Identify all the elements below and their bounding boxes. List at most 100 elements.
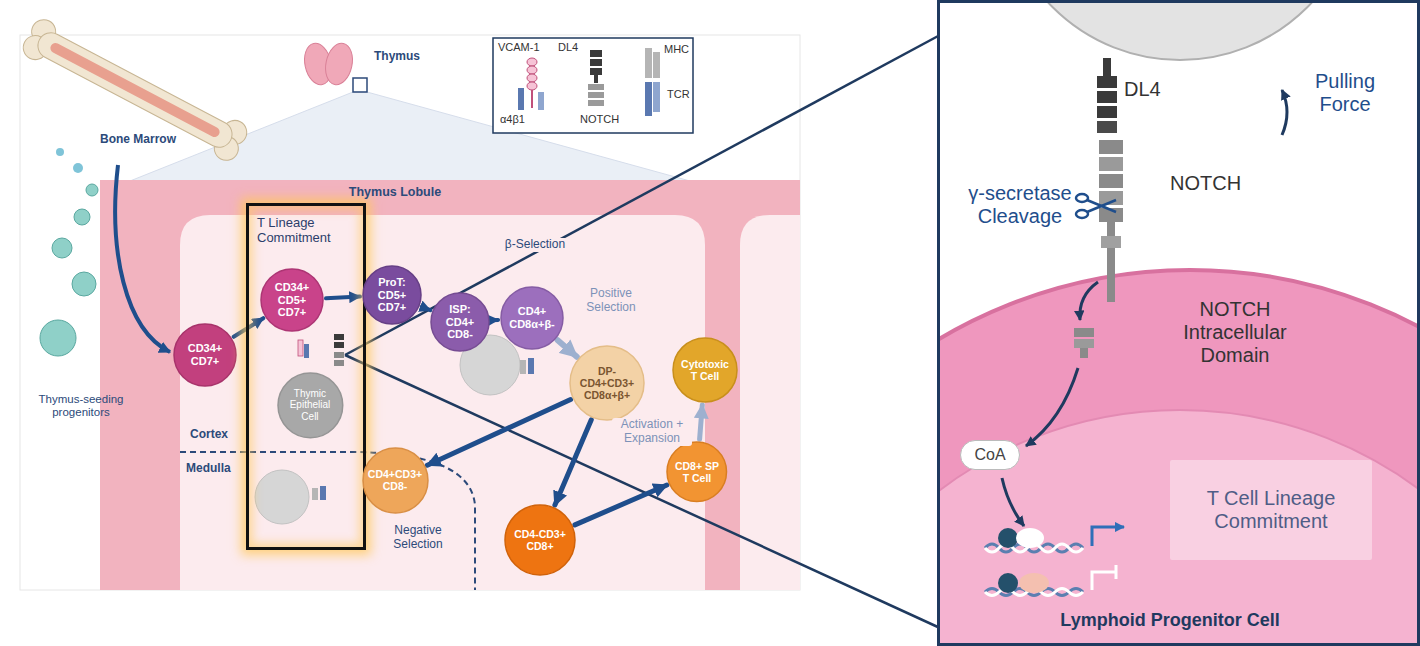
bone-marrow (33, 28, 236, 152)
t-cell: CD8+ SP T Cell (666, 441, 728, 503)
receptor-glyphs (320, 486, 326, 500)
molecule-inset (588, 92, 604, 98)
thymocyte-cell: CD4+ CD8α+β- (500, 286, 564, 350)
molecule-inset (594, 75, 598, 83)
thymocyte-cell: DP- CD4+CD3+ CD8α+β+ (569, 345, 645, 421)
molecule-inset (527, 74, 537, 82)
thymus-lobule (740, 215, 800, 590)
bone-marrow (19, 15, 251, 164)
zoom-panel (1282, 90, 1287, 135)
zoom-panel (1087, 200, 1116, 212)
progenitor-dots (72, 272, 96, 296)
t-cell: CD4-CD3+ CD8+ (504, 504, 576, 576)
zoom-panel (1103, 58, 1111, 76)
zoom-panel (1074, 339, 1094, 348)
node-label: CD4+CD3+ CD8- (367, 468, 423, 492)
molecule-inset (538, 92, 544, 110)
zoom-panel (1026, 368, 1078, 446)
zoom-lines (345, 35, 940, 628)
zoom-panel (1092, 565, 1116, 590)
zoom-panel (700, 0, 1420, 646)
bone-marrow (19, 15, 251, 164)
thymocyte-cell: ProT: CD5+ CD7+ (362, 265, 422, 325)
force-label: Pulling Force (1290, 70, 1400, 116)
thymus-lobule (100, 180, 800, 590)
node-label: T Cell Lineage Commitment (1206, 487, 1336, 533)
flow-arrow (558, 340, 577, 357)
molecule-inset (653, 52, 660, 78)
molecule-inset (590, 50, 602, 57)
highlight-box: T Lineage CommitmentCD34+ CD5+ CD7+Thymi… (246, 203, 366, 550)
stage-label: Positive Selection (575, 287, 647, 315)
zoom-panel (1076, 194, 1116, 218)
thymus-lobule (100, 180, 800, 590)
zoom-panel (1000, 2, 1360, 60)
epithelial-cells (255, 335, 520, 524)
zoom-panel (938, 2, 1418, 644)
zoom-panel (1016, 528, 1044, 548)
thymus-lobule (180, 452, 475, 590)
molecule-inset (645, 82, 652, 116)
molecule-inset (527, 82, 537, 90)
zoom-panel (1074, 328, 1094, 337)
molecule-inset (590, 68, 602, 75)
enzyme-label: γ-secretase Cleavage (950, 182, 1090, 228)
zoom-panel (1097, 76, 1117, 88)
cell-outline (278, 373, 343, 438)
molecule-label: MHC (664, 43, 694, 56)
bone-marrow (49, 41, 222, 138)
molecule-inset (531, 90, 533, 108)
thymus-icon (353, 78, 367, 92)
progenitor-dots (73, 163, 83, 173)
molecule-inset (518, 88, 524, 110)
molecule-inset (653, 82, 660, 112)
cell-group-label: Thymus-seeding progenitors (22, 393, 140, 419)
zoom-panel (938, 410, 1418, 644)
progenitor-dots (40, 148, 170, 356)
progenitor-cell: CD34+ CD5+ CD7+ (260, 268, 324, 332)
thymus-icon (322, 41, 356, 87)
progenitor-dots (86, 184, 98, 196)
cell-outline (501, 287, 563, 349)
zoom-panel (1087, 200, 1116, 212)
molecule-inset (590, 59, 602, 66)
receptor-glyphs (304, 344, 309, 358)
zoom-panel (1097, 91, 1117, 103)
thymocyte-cell: ISP: CD4+ CD8- (430, 292, 490, 352)
zoom-panel (1101, 236, 1121, 248)
t-cell: CD4+CD3+ CD8- (362, 447, 429, 514)
receptor-glyphs (528, 358, 534, 374)
molecule-inset (527, 66, 537, 74)
molecule-label: DL4 (558, 41, 588, 54)
flow-arrow (575, 485, 667, 525)
molecule-label: DL4 (1124, 78, 1184, 101)
epithelial-cells (255, 470, 309, 524)
domain-label: NOTCH Intracellular Domain (1160, 298, 1310, 367)
zoom-panel (1097, 121, 1117, 133)
cell-title: Lymphoid Progenitor Cell (1040, 610, 1300, 631)
organ-label: Thymus (374, 50, 434, 64)
molecule-inset (493, 38, 693, 133)
zoom-panel (1099, 174, 1123, 188)
progenitor-dots (52, 238, 72, 258)
molecule-label: VCAM-1 (498, 41, 548, 54)
node-label: ProT: CD5+ CD7+ (373, 276, 411, 314)
node-label: ISP: CD4+ CD8- (442, 303, 478, 341)
node-label: Thymic Epithelial Cell (285, 388, 335, 423)
receptor-glyphs (312, 488, 318, 500)
molecule-inset (493, 38, 693, 133)
thymus-lobule (180, 215, 705, 590)
zoom-panel (1076, 194, 1088, 202)
node-label: CD34+ CD7+ (185, 342, 225, 367)
receptor-glyphs (334, 352, 344, 358)
molecule-label: TCR (667, 88, 692, 101)
receptor-glyphs (520, 360, 526, 374)
receptor-glyphs (298, 340, 303, 356)
node-label: DP- CD4+CD3+ CD8α+β+ (578, 365, 636, 401)
flow-arrow (700, 405, 703, 439)
zoom-panel (938, 270, 1418, 644)
region-label: Cortex (190, 428, 242, 442)
zoom-panel (1099, 140, 1123, 154)
cell-outline (363, 266, 421, 324)
